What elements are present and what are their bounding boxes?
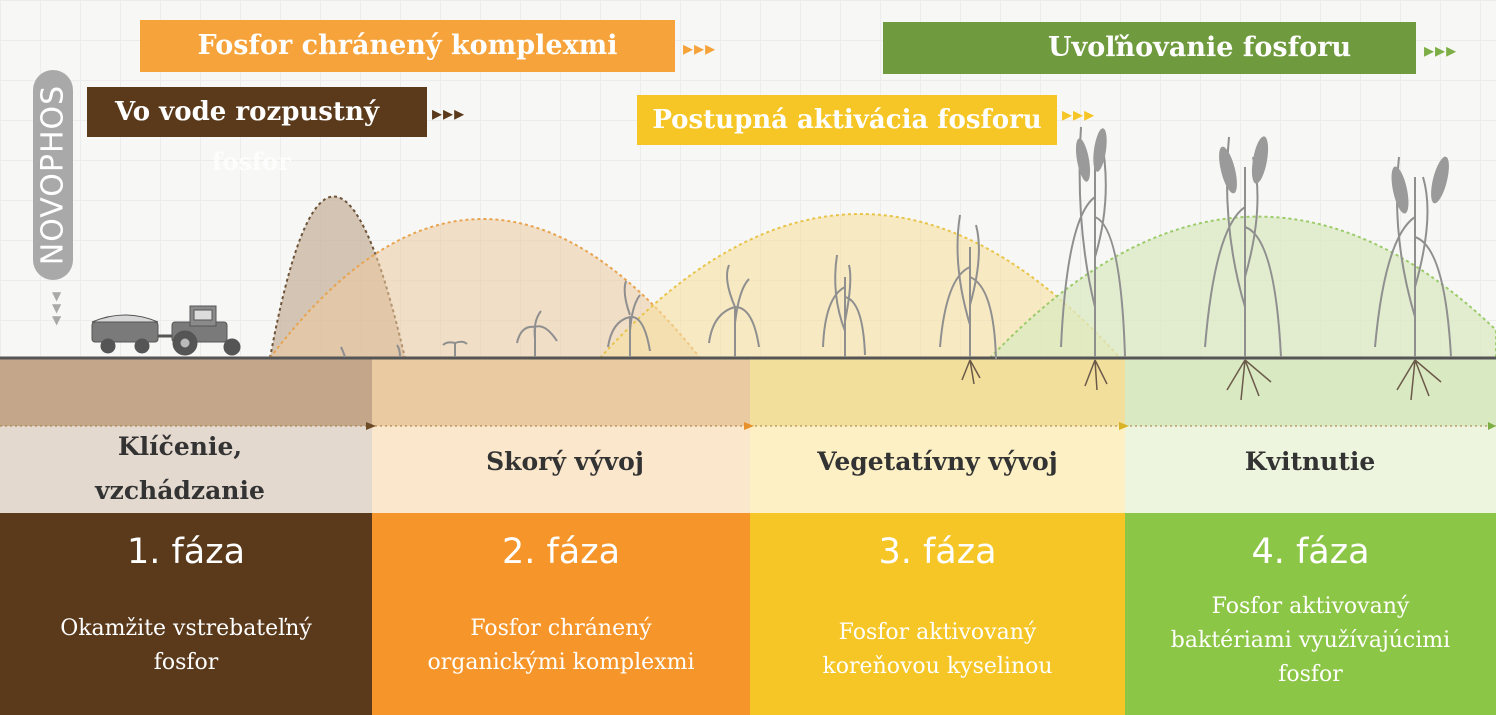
- seed-heads: [1075, 128, 1449, 214]
- phase-title-2: 2. fáza: [501, 532, 621, 572]
- phase-desc-2: Fosfor chránený organickými komplexmi: [372, 612, 750, 680]
- phase-desc-3-line-1: Fosfor aktivovaný: [838, 620, 1037, 645]
- phase-desc-2-line-2: organickými komplexmi: [427, 650, 695, 675]
- plant-9: [1060, 126, 1126, 358]
- banner-soluble-phosphorus: Vo vode rozpustný: [87, 87, 427, 137]
- stage-label-early: Skorý vývoj: [486, 447, 644, 476]
- plant-8: [939, 214, 997, 360]
- phase-title-3: 3. fáza: [878, 532, 997, 572]
- plant-3: [442, 340, 468, 357]
- phase-panel-3: [750, 513, 1125, 715]
- arrow-icon-gradual: ▸▸▸: [1062, 102, 1096, 126]
- phase-desc-1-line-2: fosfor: [153, 650, 219, 675]
- plant-10: [1204, 136, 1282, 358]
- stage-label-vegetative: Vegetatívny vývoj: [817, 447, 1058, 476]
- plant-2: [396, 344, 401, 358]
- plant-7: [822, 254, 866, 357]
- banner-soluble-ghost-text: fosfor: [212, 147, 291, 176]
- divider-arrow-1: [366, 422, 376, 430]
- phase-panel-4: [1125, 513, 1496, 715]
- brand-logo: NOVOPHOS: [35, 84, 71, 266]
- dome-protected: [267, 218, 703, 359]
- phase-desc-4-line-3: fosfor: [1278, 662, 1343, 687]
- phase-desc-2-line-1: Fosfor chránený: [470, 616, 652, 641]
- arrow-icon-release: ▸▸▸: [1424, 38, 1458, 62]
- soil-segment-3: [750, 358, 1125, 426]
- divider-arrow-3: [1119, 422, 1129, 430]
- phase-desc-3: Fosfor aktivovaný koreňovou kyselinou: [750, 616, 1125, 684]
- soil-segment-2: [372, 358, 750, 426]
- arrow-icon-soluble: ▸▸▸: [432, 101, 466, 125]
- phase-desc-4: Fosfor aktivovaný baktériami využívajúci…: [1125, 590, 1496, 692]
- stage-band-1: [0, 426, 372, 514]
- plant-11: [1374, 156, 1452, 358]
- plants: [340, 126, 1452, 360]
- soil-segment-1: [0, 358, 372, 426]
- divider-arrow-2: [744, 422, 754, 430]
- stage-band-3: [750, 426, 1125, 514]
- banner-gradual-activation: Postupná aktivácia fosforu: [637, 95, 1057, 145]
- phase-desc-1: Okamžite vstrebateľný fosfor: [0, 612, 372, 680]
- tractor-icon: [91, 305, 241, 356]
- roots: [961, 359, 1442, 401]
- phase-panel-2: [372, 513, 750, 715]
- brand-pill: [33, 70, 73, 280]
- phase-title-1: 1. fáza: [126, 532, 246, 572]
- plant-4: [516, 310, 558, 357]
- phase-desc-1-line-1: Okamžite vstrebateľný: [60, 616, 312, 641]
- stage-label-flowering: Kvitnutie: [1244, 447, 1376, 476]
- phase-panel-1: [0, 513, 372, 715]
- soil-segment-4: [1125, 358, 1496, 426]
- banner-phosphorus-release: Uvoľňovanie fosforu: [883, 22, 1416, 74]
- plant-5: [607, 280, 651, 357]
- phase-title-4: 4. fáza: [1251, 532, 1370, 572]
- phase-desc-4-line-2: baktériami využívajúcimi: [1170, 628, 1451, 653]
- brand-down-arrows: ▼▼▼: [52, 289, 62, 327]
- plant-1: [340, 346, 346, 358]
- dome-release: [987, 215, 1496, 359]
- stage-band-2: [372, 426, 750, 514]
- plant-6: [708, 264, 760, 357]
- stage-band-4: [1125, 426, 1496, 514]
- arrow-icon-protected: ▸▸▸: [683, 36, 717, 60]
- stage-label-germination: Klíčenie, vzchádzanie: [95, 432, 265, 505]
- phase-desc-4-line-1: Fosfor aktivovaný: [1211, 594, 1410, 619]
- divider-arrow-4: [1488, 422, 1496, 430]
- dome-gradual: [597, 213, 1123, 359]
- banner-protected-phosphorus: Fosfor chránený komplexmi: [140, 20, 675, 72]
- phase-desc-3-line-2: koreňovou kyselinou: [822, 654, 1053, 679]
